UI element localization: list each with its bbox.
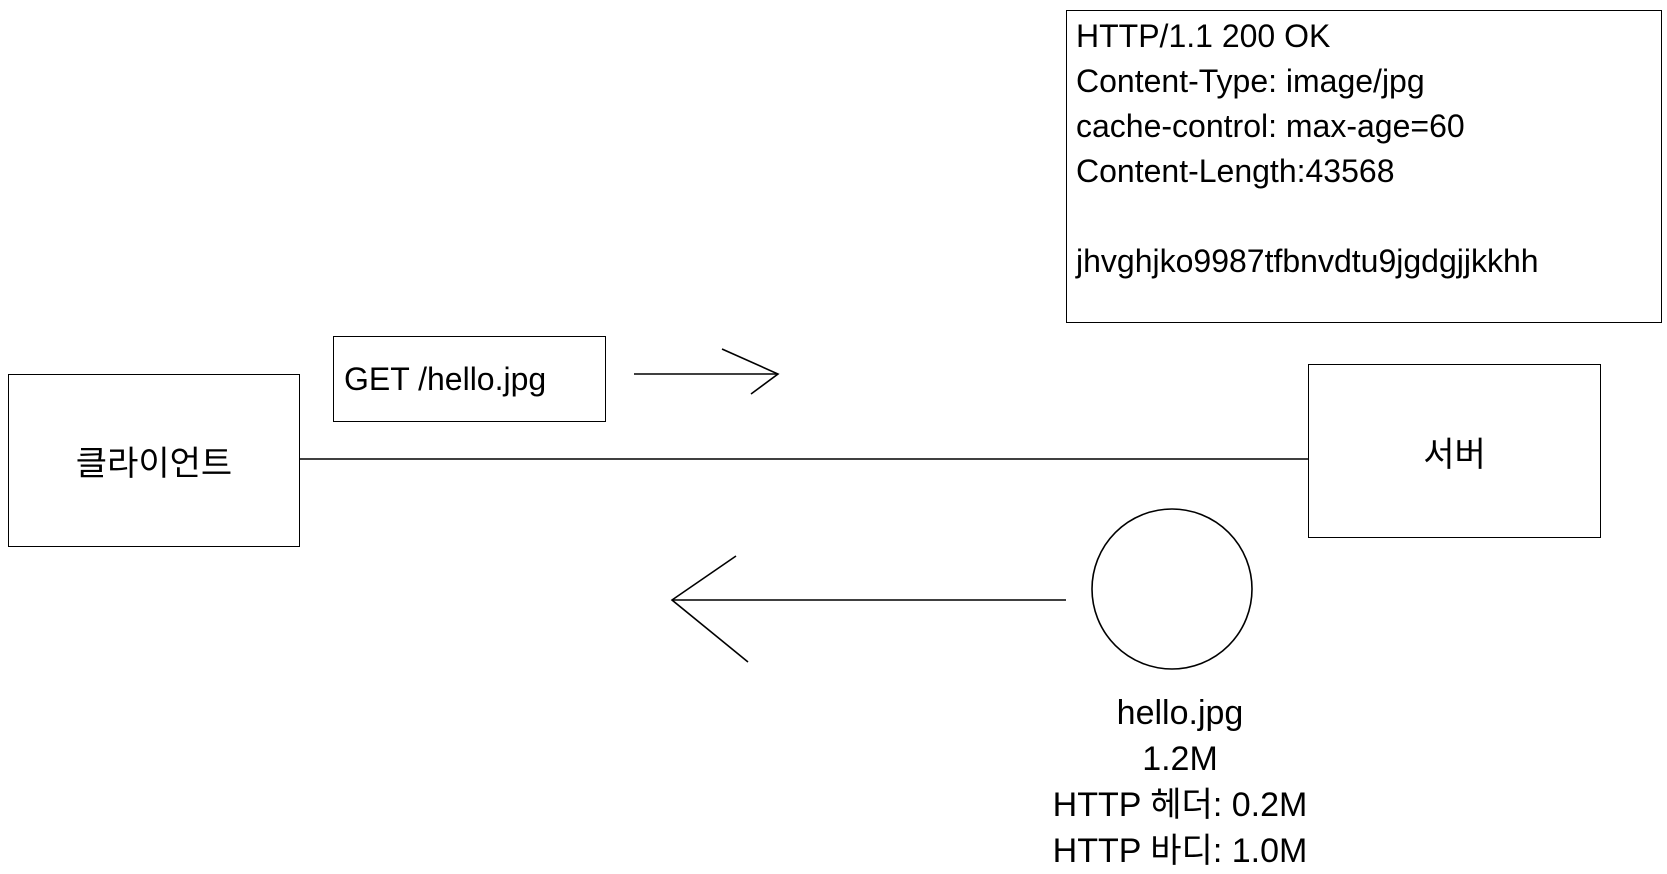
file-body-size: HTTP 바디: 1.0M	[1052, 832, 1308, 870]
response-blank-line	[1076, 194, 1661, 239]
file-circle	[1091, 508, 1253, 670]
response-body: jhvghjko9987tfbnvdtu9jgdgjjkkhh	[1076, 243, 1539, 279]
response-message-box: HTTP/1.1 200 OK Content-Type: image/jpg …	[1066, 10, 1662, 323]
file-size: 1.2M	[1142, 740, 1218, 778]
server-label: 서버	[1423, 435, 1486, 474]
request-text: GET /hello.jpg	[344, 360, 547, 397]
request-arrow	[634, 348, 780, 395]
client-label: 클라이언트	[75, 445, 233, 483]
response-content-type: Content-Type: image/jpg	[1076, 63, 1425, 99]
file-header-size: HTTP 헤더: 0.2M	[1052, 786, 1308, 824]
request-message-box: GET /hello.jpg	[333, 336, 606, 422]
file-name: hello.jpg	[1116, 694, 1244, 732]
response-content-length: Content-Length:43568	[1076, 153, 1395, 189]
response-arrow	[670, 555, 1066, 663]
server-node: 서버	[1308, 364, 1601, 538]
client-node: 클라이언트	[8, 374, 300, 547]
response-status-line: HTTP/1.1 200 OK	[1076, 18, 1331, 54]
file-info: hello.jpg 1.2M HTTP 헤더: 0.2M HTTP 바디: 1.…	[1000, 690, 1360, 874]
response-cache-control: cache-control: max-age=60	[1076, 108, 1465, 144]
